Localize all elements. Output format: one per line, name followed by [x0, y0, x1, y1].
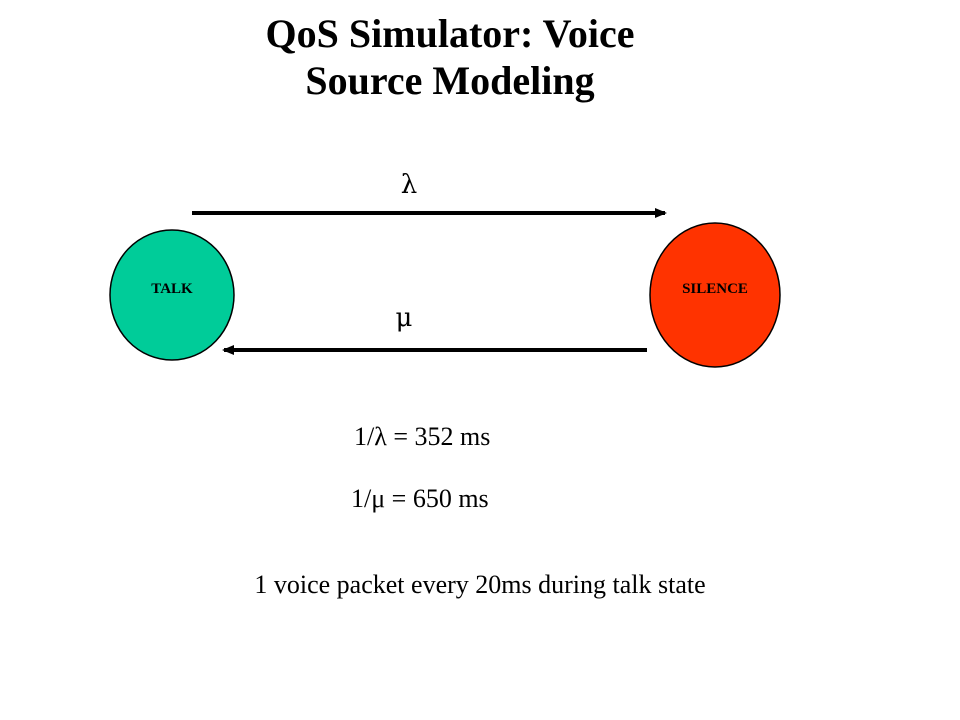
talk-state-label: TALK [151, 281, 193, 297]
mu-label: μ [396, 303, 413, 333]
title-line-1: QoS Simulator: Voice [265, 11, 635, 56]
talk-state-node [109, 229, 235, 361]
title-line-2: Source Modeling [305, 58, 595, 103]
lambda-formula: 1/λ = 352 ms [354, 422, 491, 451]
slide-title: QoS Simulator: Voice Source Modeling [150, 10, 750, 104]
packet-note: 1 voice packet every 20ms during talk st… [254, 570, 706, 599]
mu-formula: 1/μ = 650 ms [351, 484, 489, 513]
silence-state-node [649, 222, 781, 368]
silence-state-label: SILENCE [682, 281, 748, 297]
lambda-label: λ [401, 170, 417, 200]
